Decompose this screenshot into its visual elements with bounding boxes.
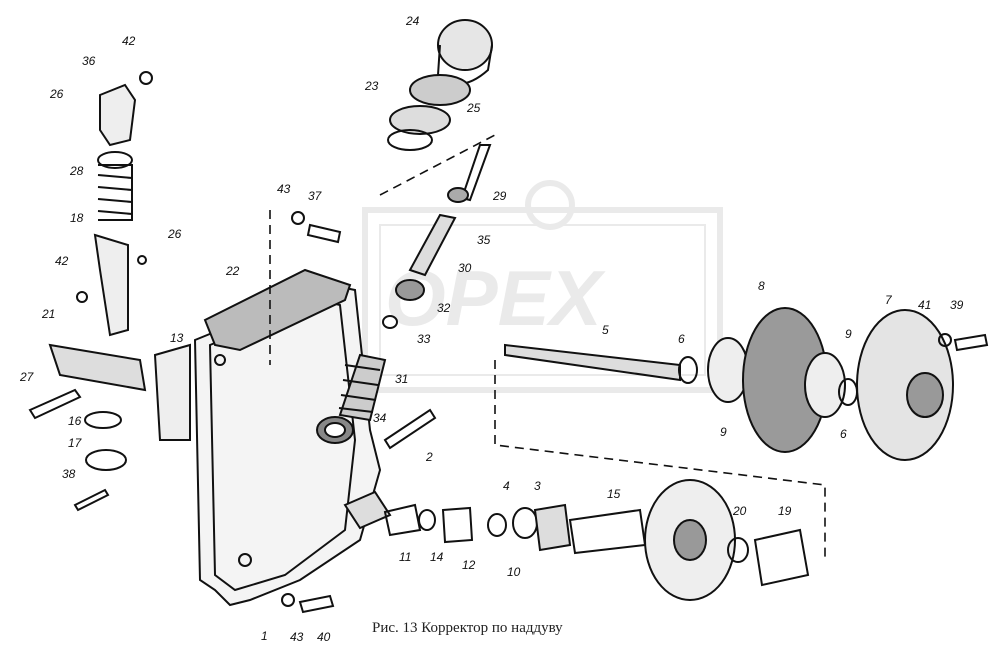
callout-32: 32 [437, 301, 451, 315]
callout-5: 5 [602, 323, 609, 337]
callout-22: 22 [225, 264, 240, 278]
callout-26b: 26 [167, 227, 182, 241]
left-small-parts [28, 71, 191, 512]
callout-39: 39 [950, 298, 964, 312]
callout-6b: 6 [840, 427, 847, 441]
callout-28: 28 [69, 164, 84, 178]
callout-24: 24 [405, 14, 420, 28]
callout-18: 18 [70, 211, 84, 225]
callout-41: 41 [918, 298, 931, 312]
callout-16: 16 [68, 414, 82, 428]
callout-40: 40 [317, 630, 331, 644]
callout-19: 19 [778, 504, 792, 518]
callout-15: 15 [607, 487, 621, 501]
dashed-guides [269, 134, 826, 560]
callout-42b: 42 [55, 254, 69, 268]
callout-7: 7 [885, 293, 893, 307]
callout-35: 35 [477, 233, 491, 247]
callout-20: 20 [732, 504, 747, 518]
callout-34: 34 [373, 411, 387, 425]
callout-43a: 43 [277, 182, 291, 196]
callout-43b: 43 [290, 630, 304, 644]
gasket [203, 268, 352, 352]
callout-4: 4 [503, 479, 510, 493]
callout-14: 14 [430, 550, 444, 564]
callout-21: 21 [41, 307, 55, 321]
callout-33: 33 [417, 332, 431, 346]
callout-31: 31 [395, 372, 408, 386]
callout-37: 37 [308, 189, 323, 203]
callout-1: 1 [261, 629, 268, 643]
callout-38: 38 [62, 467, 76, 481]
callout-23: 23 [364, 79, 379, 93]
figure-caption: Рис. 13 Корректор по наддуву [372, 620, 563, 636]
spindle-assembly [338, 144, 492, 422]
callout-36: 36 [82, 54, 96, 68]
callout-8: 8 [758, 279, 765, 293]
callout-labels: 42 36 26 28 18 26 42 21 13 27 16 17 38 2… [19, 14, 964, 644]
callout-9a: 9 [845, 327, 852, 341]
callout-29: 29 [492, 189, 507, 203]
callout-26a: 26 [49, 87, 64, 101]
callout-42a: 42 [122, 34, 136, 48]
callout-6a: 6 [678, 332, 685, 346]
callout-17: 17 [68, 436, 83, 450]
bottom-assembly [281, 211, 810, 614]
callout-27: 27 [19, 370, 35, 384]
callout-11: 11 [399, 550, 411, 564]
callout-13: 13 [170, 331, 184, 345]
callout-2: 2 [425, 450, 433, 464]
callout-25: 25 [466, 101, 481, 115]
callout-12: 12 [462, 558, 476, 572]
callout-30: 30 [458, 261, 472, 275]
diaphragm-assembly [504, 307, 989, 461]
plug-and-nuts [387, 19, 493, 151]
callout-10: 10 [507, 565, 521, 579]
callout-3: 3 [534, 479, 541, 493]
callout-9b: 9 [720, 425, 727, 439]
